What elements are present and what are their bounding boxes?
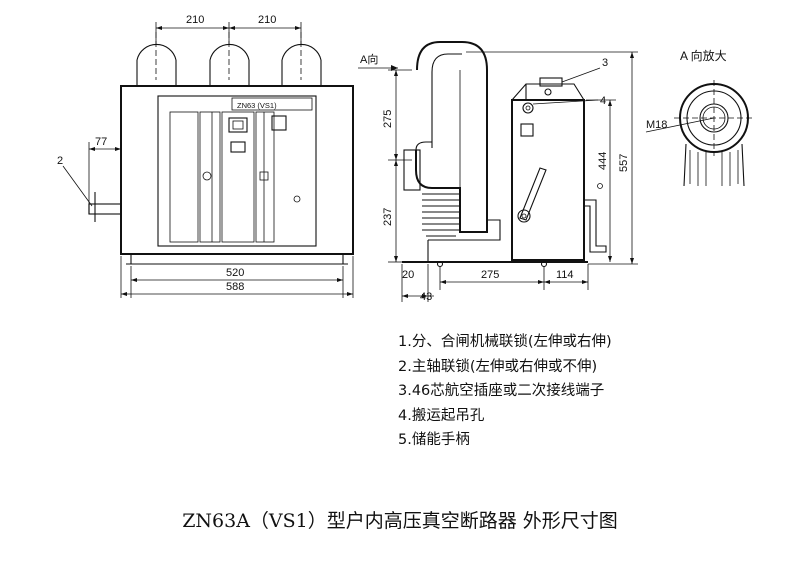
dim-base-left: 20 xyxy=(402,269,414,281)
breaker-housing xyxy=(120,85,354,255)
legend-item-4: 4.搬运起吊孔 xyxy=(398,407,485,424)
legend-item-1: 1.分、合闸机械联锁(左伸或右伸) xyxy=(398,334,612,350)
dim-upper-height: 275 xyxy=(382,110,394,128)
mechanism-box xyxy=(511,99,585,261)
front-view: 210 210 ZN63 (VS1) xyxy=(57,14,354,298)
dim-bottom-inner: 520 xyxy=(226,267,244,279)
thread-label: M18 xyxy=(646,119,667,131)
dim-left-offset: 77 xyxy=(95,136,107,148)
main-shaft xyxy=(88,203,122,215)
legend-list: 1.分、合闸机械联锁(左伸或右伸) 2.主轴联锁(左伸或右伸或不伸) 3.46芯… xyxy=(398,330,612,453)
dim-base-small: 43 xyxy=(420,291,432,303)
legend-item-3: 3.46芯航空插座或二次接线端子 xyxy=(398,383,605,400)
dim-base-right: 114 xyxy=(556,269,574,281)
figure-caption: ZN63A（VS1）型户内高压真空断路器 外形尺寸图 xyxy=(182,510,618,532)
dim-top-left: 210 xyxy=(186,14,204,26)
dim-total-height: 557 xyxy=(618,154,630,172)
terminal-arm-middle xyxy=(209,32,250,86)
callout-3: 3 xyxy=(602,57,608,69)
dim-base-middle: 275 xyxy=(481,269,499,281)
detail-view: A 向放大 M18 xyxy=(645,48,754,187)
pole-arm xyxy=(415,41,488,233)
dim-lower-height: 237 xyxy=(382,208,394,226)
callout-2: 2 xyxy=(57,155,63,167)
panel-label: ZN63 (VS1) xyxy=(237,101,277,110)
bellows xyxy=(422,193,460,237)
detail-arm xyxy=(683,143,745,187)
side-view: A向 3 4 xyxy=(358,41,638,303)
dim-inner-height: 444 xyxy=(597,152,609,170)
front-panel xyxy=(157,95,317,247)
dim-top-right: 210 xyxy=(258,14,276,26)
legend-item-5: 5.储能手柄 xyxy=(398,432,470,449)
terminal-arm-left xyxy=(136,32,177,86)
legend-item-2: 2.主轴联锁(左伸或右伸或不伸) xyxy=(398,358,598,375)
dim-bottom-outer: 588 xyxy=(226,281,244,293)
terminal-arm-right xyxy=(281,32,322,86)
detail-title: A 向放大 xyxy=(680,48,727,63)
callout-4: 4 xyxy=(600,95,606,107)
view-arrow-label: A向 xyxy=(360,52,378,66)
